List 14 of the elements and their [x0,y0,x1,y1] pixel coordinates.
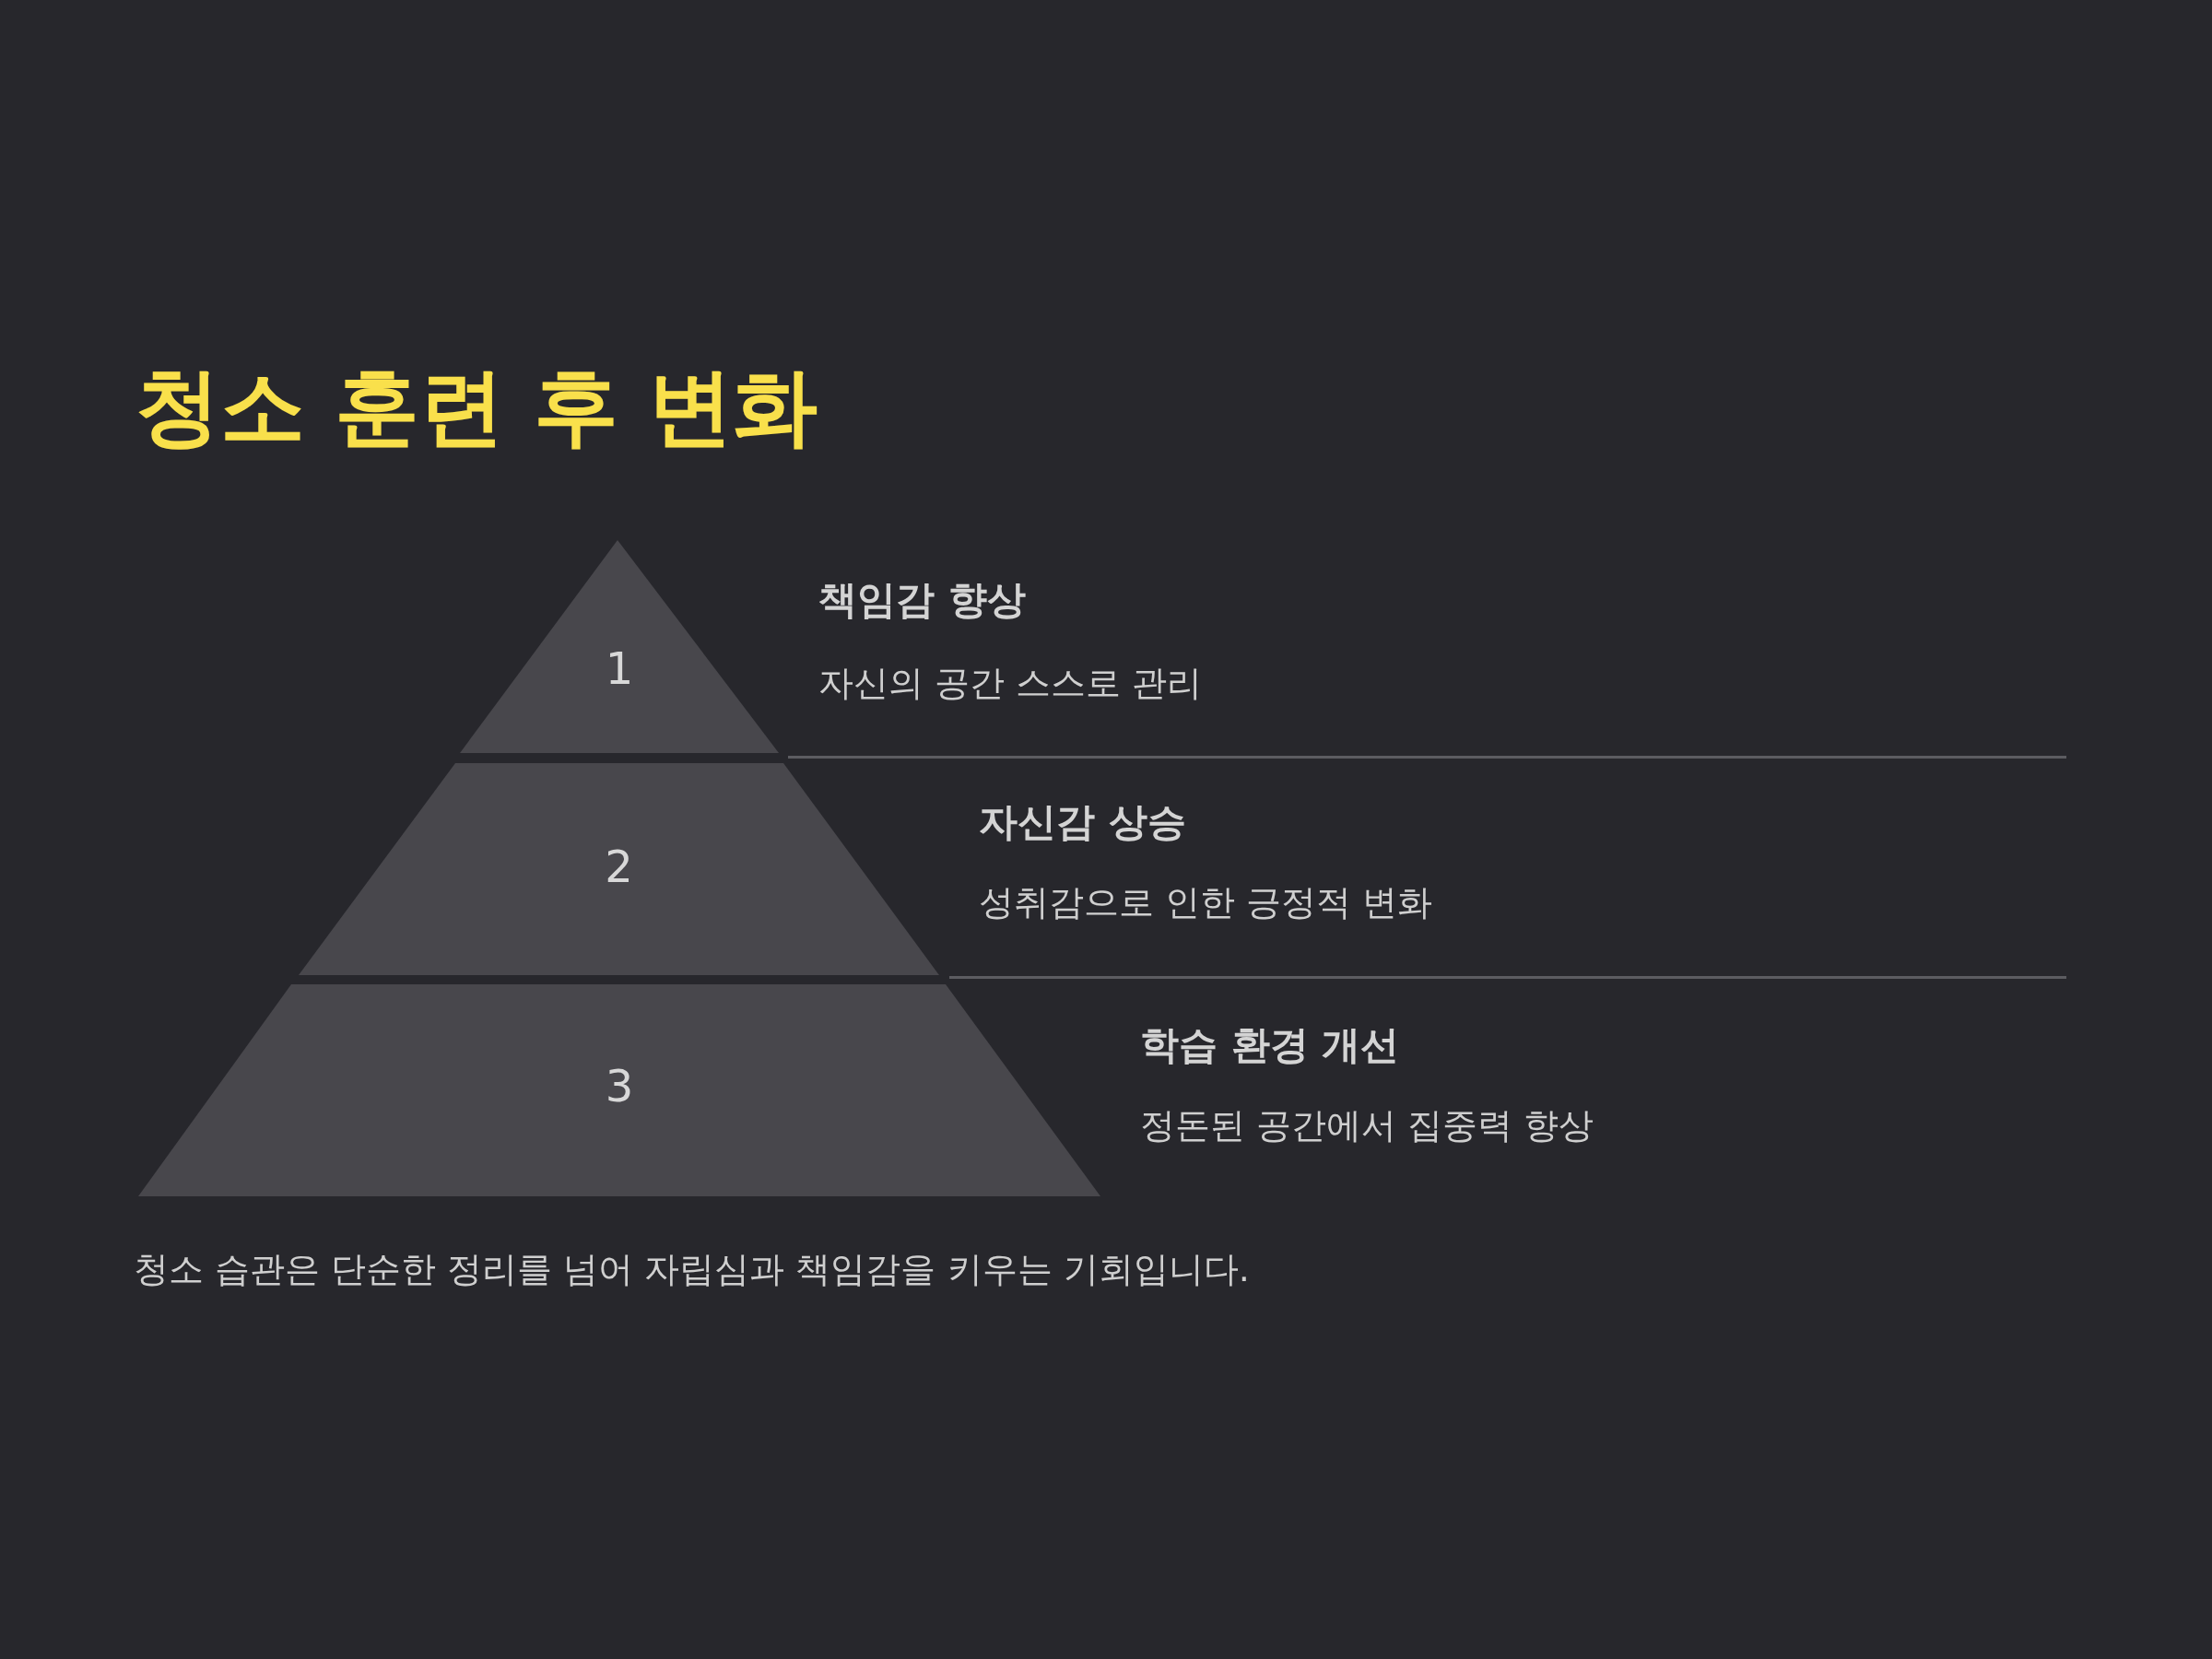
title: 청소 훈련 후 변화 [135,357,818,458]
pyramid-tier [299,763,939,975]
tier-description: 정돈된 공간에서 집중력 향상 [1140,1108,1594,1143]
caption: 청소 습관은 단순한 정리를 넘어 자립심과 책임감을 키우는 기회입니다. [134,1248,1250,1291]
tier-description: 자신의 공간 스스로 관리 [818,665,1203,700]
tier-number: 3 [604,1064,635,1108]
pyramid-tier [138,984,1100,1196]
tier-number: 2 [604,844,634,888]
tier-heading: 책임감 향상 [818,581,1026,619]
tier-description: 성취감으로 인한 긍정적 변화 [979,885,1433,920]
tier-heading: 학습 환경 개선 [1140,1026,1400,1065]
tier-heading: 자신감 상승 [979,803,1186,841]
pyramid-tier [460,540,779,753]
tier-number: 1 [604,646,635,690]
